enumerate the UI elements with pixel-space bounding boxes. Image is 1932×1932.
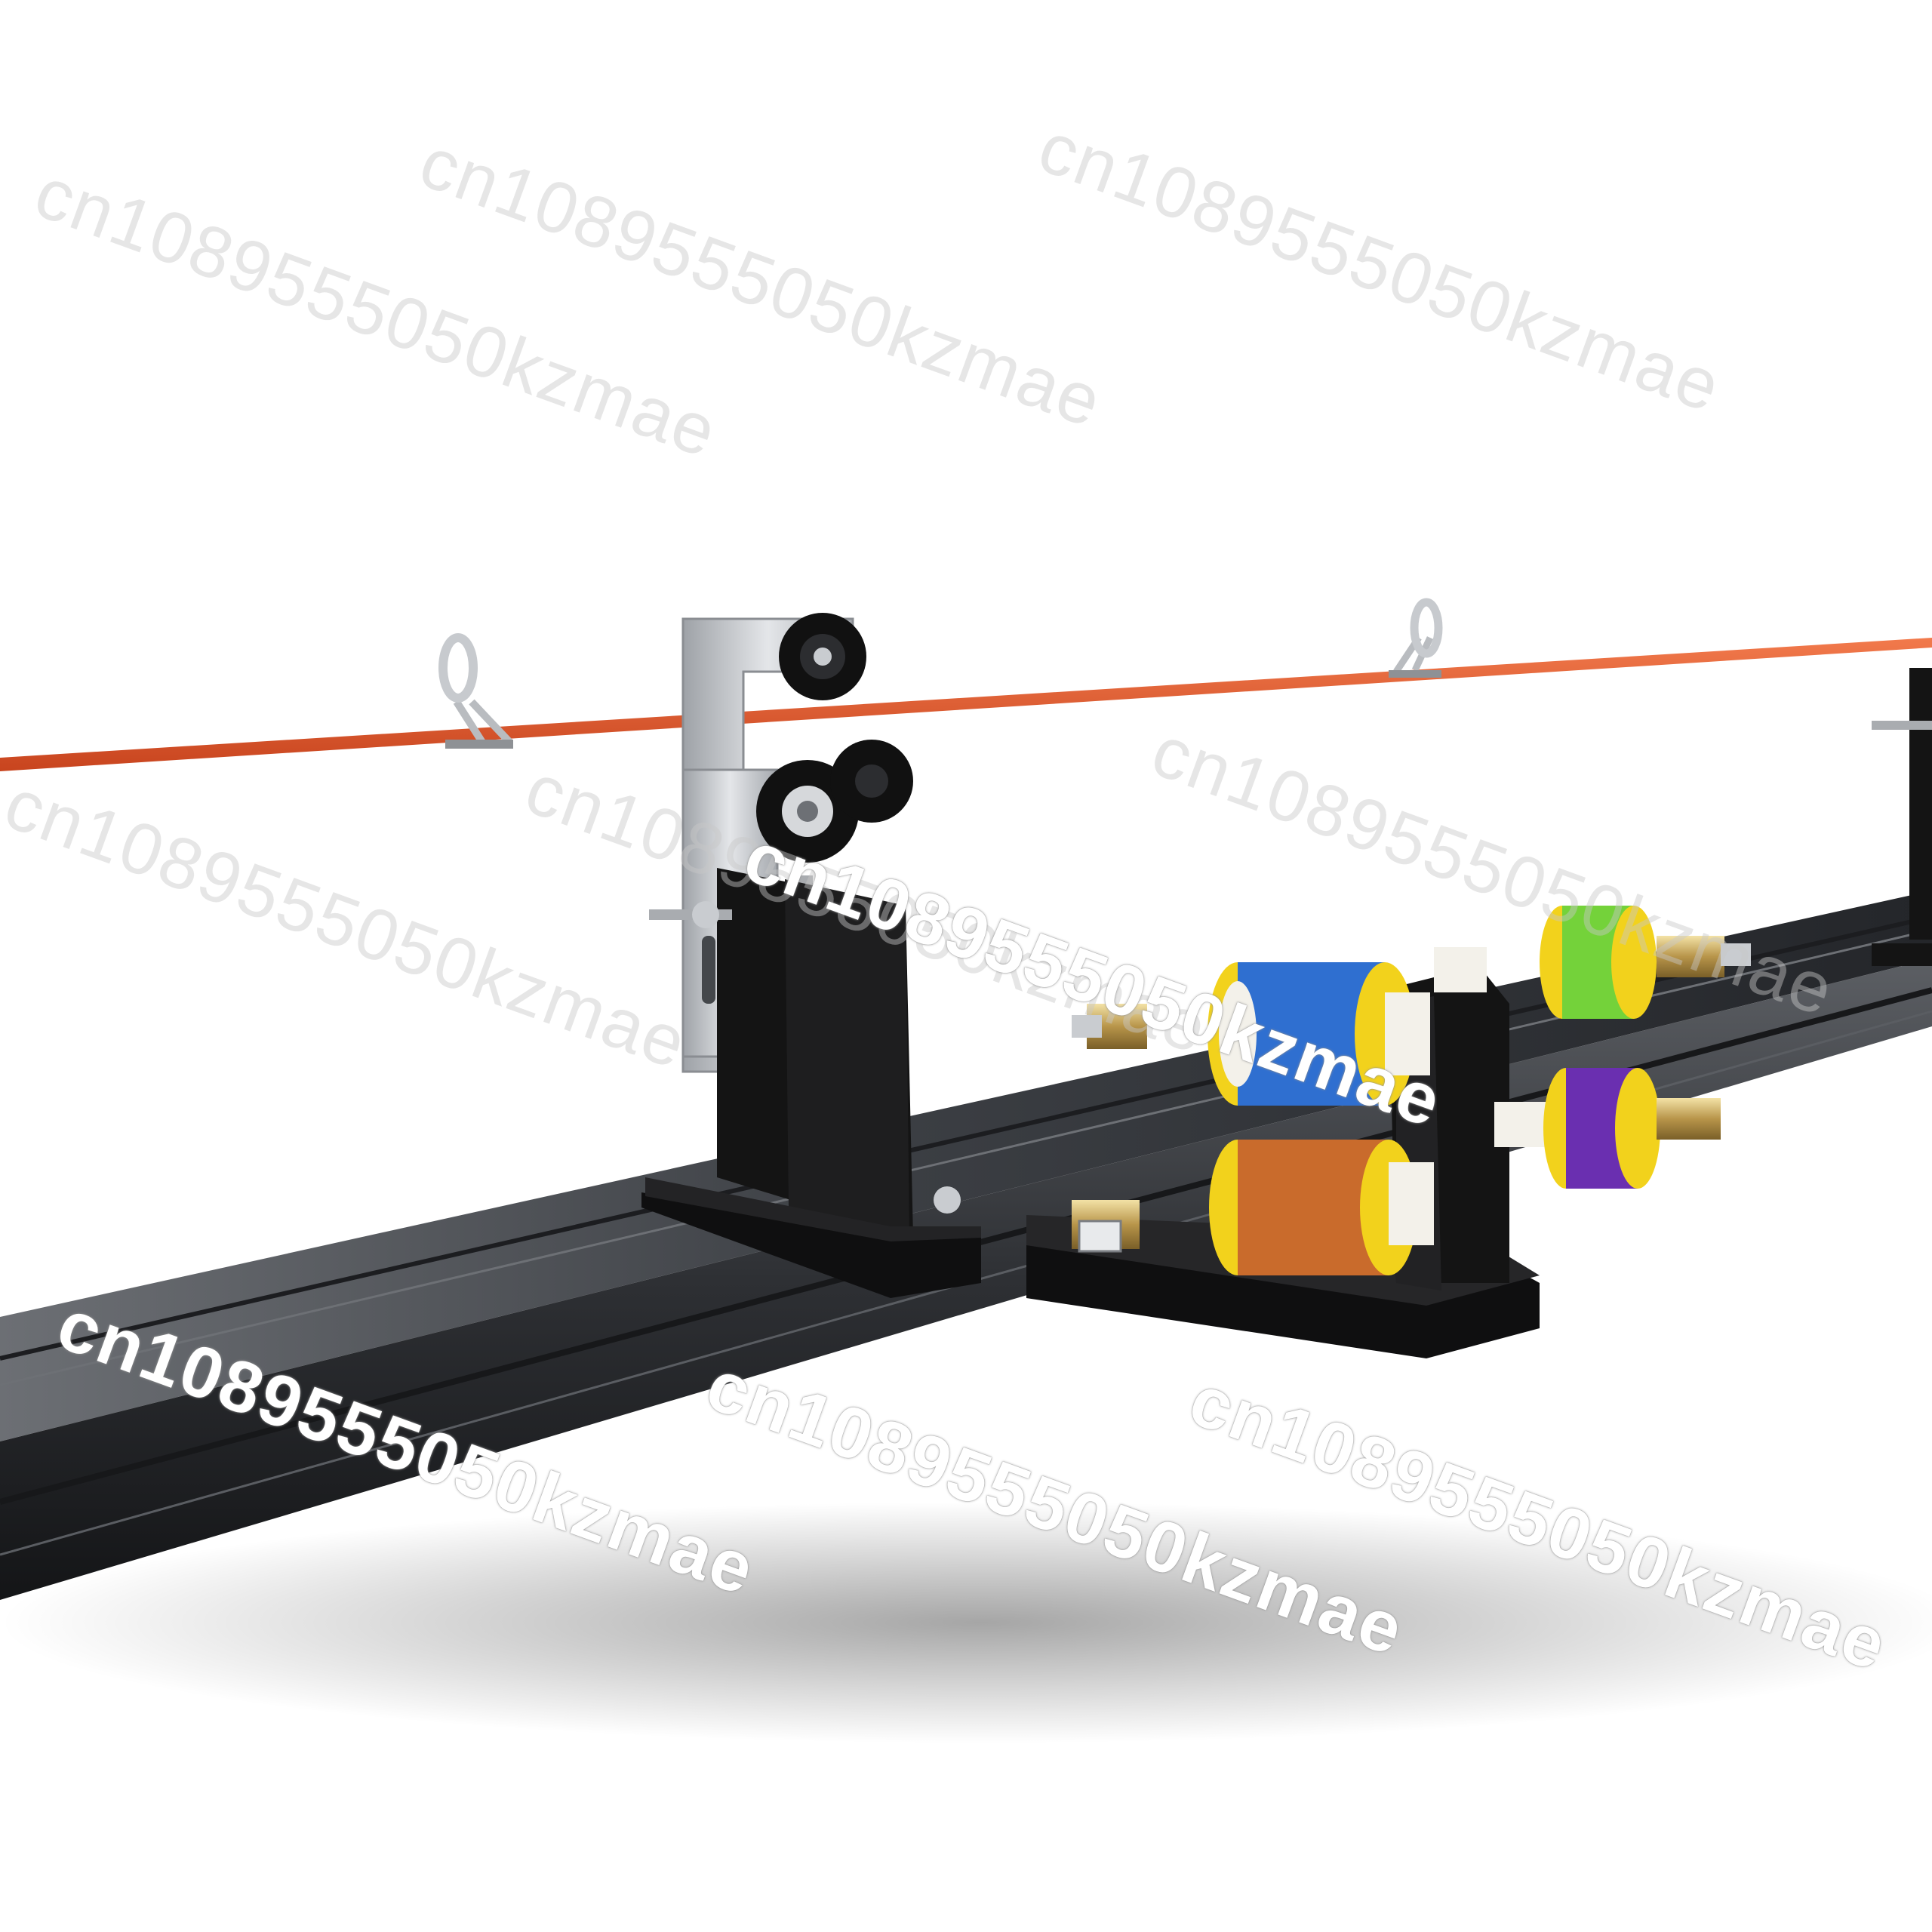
rod-support-stand [1872, 668, 1932, 966]
thread-spool [1072, 962, 1430, 1106]
thread-spool [1494, 1068, 1721, 1189]
rod-support-stand [641, 613, 981, 1298]
rod-blank [0, 638, 1932, 771]
line-guide [1389, 598, 1443, 678]
thread-spool [1434, 906, 1751, 1019]
line-guide [438, 633, 513, 749]
thread-spool [1072, 1140, 1434, 1275]
